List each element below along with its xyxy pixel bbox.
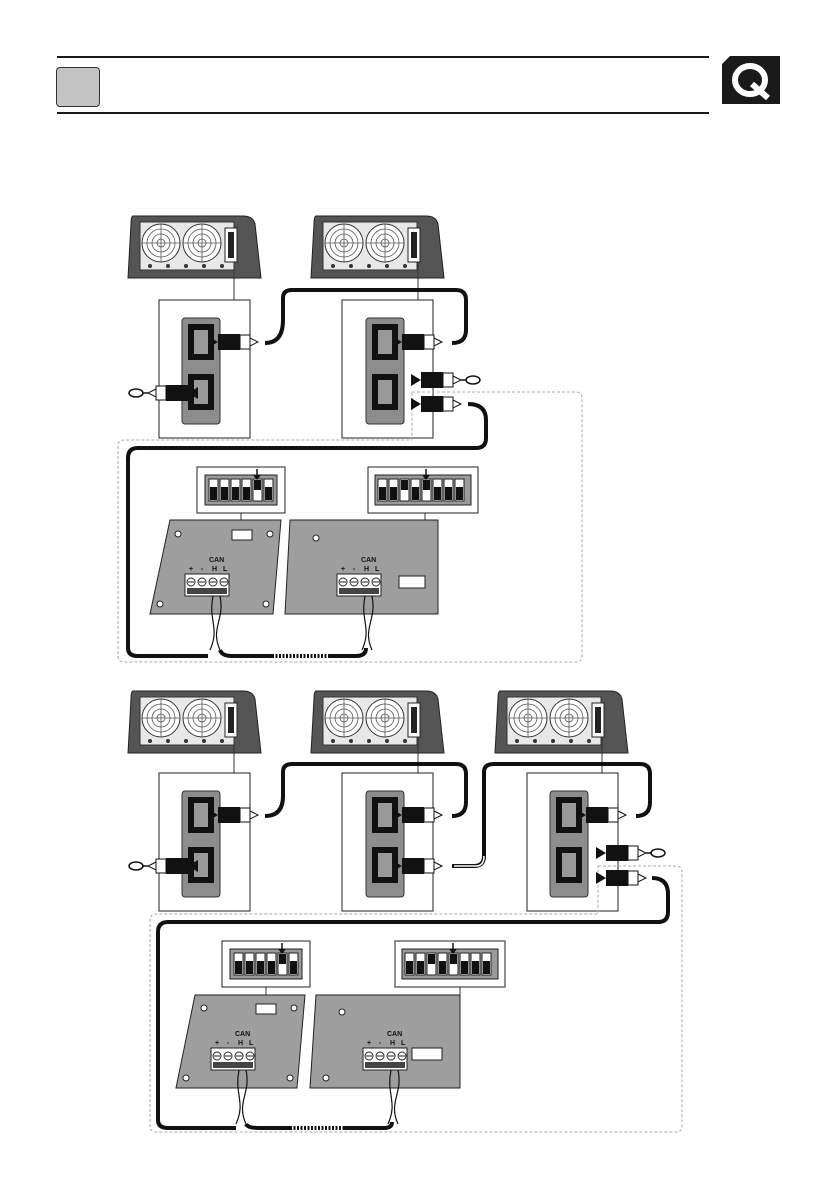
controller-unit-2 <box>311 691 444 753</box>
dip-switch-8 <box>368 467 478 513</box>
pin-label-plus: + <box>215 1040 219 1047</box>
pin-label-h: H <box>238 1040 243 1047</box>
can-label: CAN <box>235 1031 250 1038</box>
rj45-socket-block-2 <box>366 318 404 424</box>
rj45-socket-block-3 <box>550 791 588 897</box>
pin-label-l: L <box>375 566 380 573</box>
terminator-plug <box>596 845 665 861</box>
can-terminal-block <box>185 574 229 596</box>
can-terminal-block <box>337 574 381 596</box>
terminator-plug <box>411 372 480 388</box>
pin-label-l: L <box>401 1040 406 1047</box>
pin-label-l: L <box>223 566 228 573</box>
pin-label-h: H <box>390 1040 395 1047</box>
dip-switch-6 <box>222 941 310 987</box>
top-section: CAN + - H L CAN + - H L <box>118 216 582 662</box>
rj45-socket-block-1 <box>182 791 220 897</box>
pin-label-l: L <box>249 1040 254 1047</box>
controller-unit-2 <box>311 216 444 278</box>
rj45-socket-block-1 <box>182 318 220 424</box>
pin-label-plus: + <box>189 566 193 573</box>
can-label: CAN <box>209 557 224 564</box>
pin-label-plus: + <box>367 1040 371 1047</box>
can-terminal-block <box>363 1048 407 1070</box>
pin-label-h: H <box>364 566 369 573</box>
can-label: CAN <box>387 1031 402 1038</box>
controller-unit-1 <box>128 216 261 278</box>
can-label: CAN <box>361 557 376 564</box>
terminator-plug <box>129 858 198 874</box>
interface-board-2 <box>310 995 460 1088</box>
terminator-plug <box>129 385 198 401</box>
pin-label-h: H <box>212 566 217 573</box>
can-terminal-block <box>211 1048 255 1070</box>
controller-unit-3 <box>495 691 628 753</box>
rj45-socket-block-2 <box>366 791 404 897</box>
bottom-section: CAN + - H L CAN + - H L <box>128 691 682 1132</box>
dip-switch-6 <box>197 467 285 513</box>
controller-unit-1 <box>128 691 261 753</box>
dip-switch-8 <box>395 941 505 987</box>
pin-label-plus: + <box>341 566 345 573</box>
interface-board-2 <box>285 520 438 614</box>
